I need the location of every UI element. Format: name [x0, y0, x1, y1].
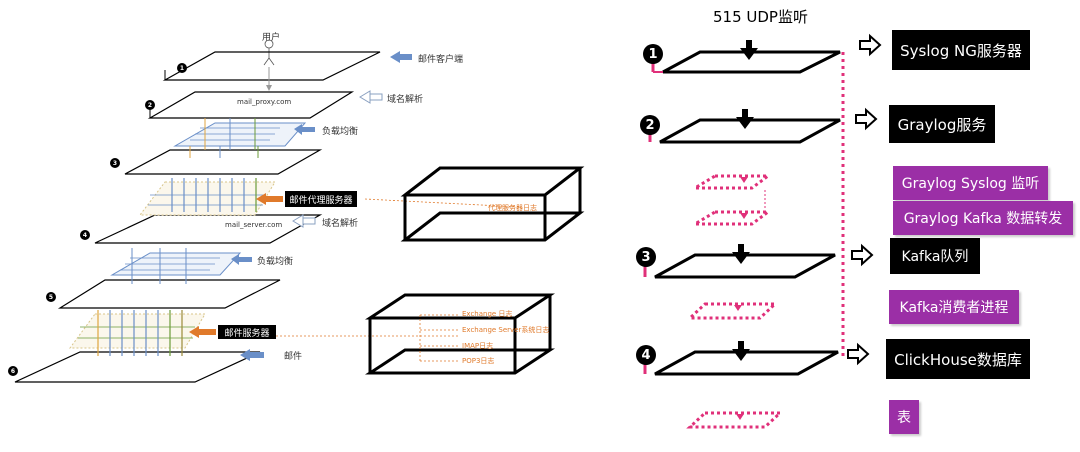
dns-label-2: 域名解析 [322, 219, 359, 229]
down-arrow-2-icon [736, 109, 754, 129]
proxy-server-label: 邮件代理服务器 [285, 191, 357, 207]
graylog-syslog-plane [689, 174, 773, 190]
kafka-consumer-plane [686, 302, 779, 320]
left-layer-number-5: 5 [46, 292, 56, 302]
load-balancer-label-2: 负载均衡 [257, 257, 294, 267]
proxy-log-label: 代理服务器日志 [488, 204, 537, 212]
layer-plane-3 [124, 149, 323, 175]
layer-plane-2 [147, 91, 355, 119]
dns-label-1: 域名解析 [387, 95, 424, 105]
udp-down-arrow-icon [740, 40, 758, 60]
dns-arrow-1-icon [359, 90, 383, 104]
right-arrow-1-icon [859, 33, 882, 57]
imap-log-label: IMAP日志 [462, 342, 494, 350]
mail-arrow-icon [240, 349, 264, 361]
right-arrow-3-icon [851, 243, 874, 267]
right-layer-number-3: 3 [636, 247, 656, 267]
down-arrow-3-icon [732, 244, 750, 264]
down-arrow-4-icon [732, 341, 750, 361]
exchange-log-box [364, 293, 556, 375]
udp-listen-title: 515 UDP监听 [713, 8, 808, 26]
mail-label: 邮件 [284, 352, 303, 362]
right-layer-plane-3 [654, 253, 836, 279]
mail-server-label: 邮件服务器 [218, 325, 276, 339]
graylog-syslog-box: Graylog Syslog 监听 [893, 166, 1048, 200]
kafka-queue-box: Kafka队列 [890, 238, 980, 274]
user-label: 用户 [262, 33, 281, 43]
left-layer-number-3: 3 [110, 158, 120, 168]
right-layer-number-1: 1 [643, 44, 663, 64]
pop3-log-label: POP3日志 [462, 357, 495, 365]
syslog-ng-server-box: Syslog NG服务器 [892, 30, 1030, 70]
right-layer-plane-1 [662, 50, 841, 74]
graylog-kafka-box: Graylog Kafka 数据转发 [893, 201, 1073, 235]
layer-plane-4 [94, 214, 323, 244]
exchange-log-label: Exchange 日志 [462, 310, 513, 318]
mail-server-arrow-icon [189, 326, 216, 338]
left-layer-number-4: 4 [80, 230, 90, 240]
load-balancer-2 [110, 248, 242, 284]
clickhouse-box: ClickHouse数据库 [886, 339, 1030, 379]
mail-client-label: 邮件客户端 [418, 55, 464, 65]
graylog-service-box: Graylog服务 [889, 105, 995, 143]
proxy-server-cluster [138, 178, 276, 216]
layer-plane-5 [57, 279, 281, 309]
table-box: 表 [889, 400, 919, 434]
proxy-arrow-icon [256, 193, 283, 205]
proxy-log-box [400, 166, 585, 242]
right-arrow-4-icon [847, 342, 870, 366]
left-layer-number-1: 1 [177, 63, 187, 73]
graylog-kafka-plane [689, 210, 773, 226]
lb-arrow-2-icon [231, 254, 252, 265]
mail-server-cluster [69, 310, 206, 356]
mail-proxy-host-label: mail_proxy.com [237, 98, 292, 106]
table-plane [686, 411, 784, 429]
client-arrow-icon [390, 51, 412, 63]
mail-server-host-label: mail_server.com [225, 221, 283, 229]
layer-plane-6 [14, 351, 261, 383]
dns-arrow-2-icon [292, 214, 316, 228]
layer-plane-1 [162, 51, 381, 81]
right-layer-plane-2 [659, 118, 841, 144]
left-layer-number-6: 6 [8, 366, 18, 376]
left-layer-number-2: 2 [145, 100, 155, 110]
right-layer-plane-4 [654, 350, 839, 376]
right-layer-number-2: 2 [640, 115, 660, 135]
exchange-system-log-label: Exchange Server系统日志 [462, 326, 550, 334]
kafka-consumer-box: Kafka消费者进程 [889, 290, 1019, 324]
load-balancer-1 [173, 118, 307, 158]
right-arrow-2-icon [855, 107, 878, 131]
lb-arrow-1-icon [294, 124, 315, 135]
load-balancer-label-1: 负载均衡 [322, 127, 359, 137]
right-layer-number-4: 4 [636, 345, 656, 365]
